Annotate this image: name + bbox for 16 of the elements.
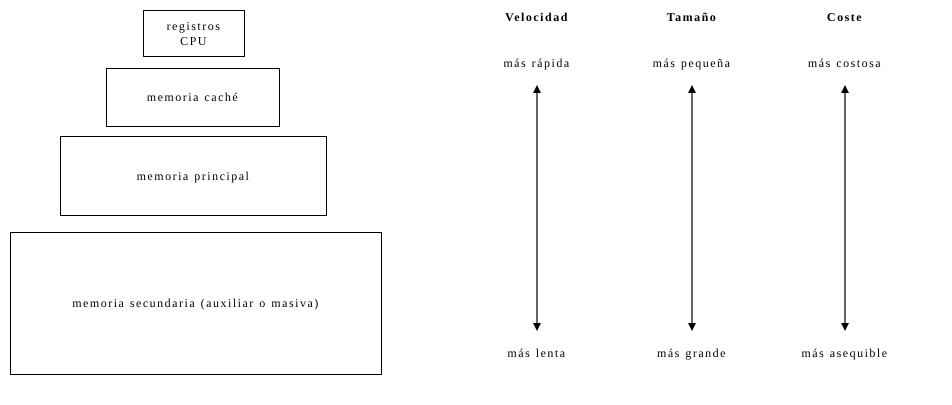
- range-label: más asequible: [775, 344, 915, 362]
- double-arrow: [841, 85, 849, 331]
- memory-level-box: memoria secundaria (auxiliar o masiva): [10, 232, 382, 375]
- range-label: más pequeña: [622, 54, 762, 72]
- range-label: más grande: [622, 344, 762, 362]
- range-label: más costosa: [780, 54, 910, 72]
- double-arrow: [533, 85, 541, 331]
- range-label: más lenta: [477, 344, 597, 362]
- double-arrow: [688, 85, 696, 331]
- memory-level-box: memoria principal: [60, 136, 327, 216]
- memory-level-box: memoria caché: [106, 68, 280, 127]
- column-heading: Tamaño: [666, 10, 718, 25]
- memory-level-box: registros CPU: [143, 10, 245, 57]
- range-label: más rápida: [477, 54, 597, 72]
- column-heading: Velocidad: [505, 10, 569, 25]
- column-heading: Coste: [826, 10, 864, 25]
